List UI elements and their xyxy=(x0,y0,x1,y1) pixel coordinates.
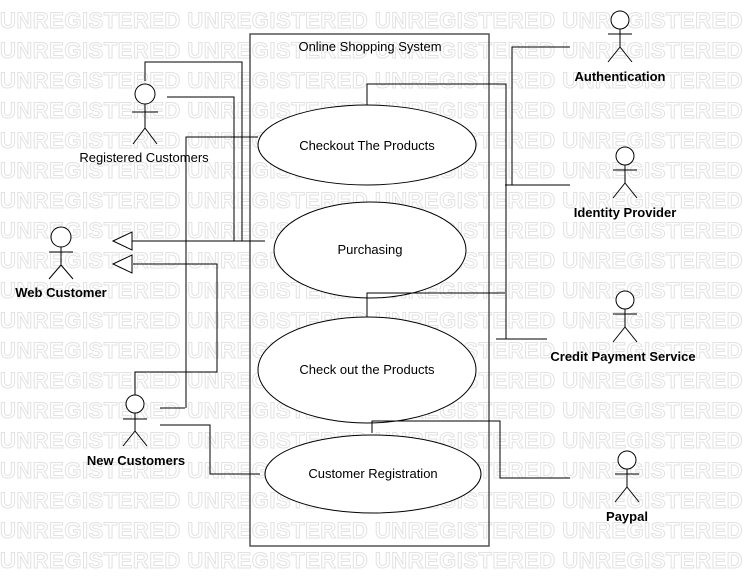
actor-label: Web Customer xyxy=(15,285,107,300)
actor-credit-payment-service[interactable]: Credit Payment Service xyxy=(550,290,696,364)
generalization-arrowhead-1 xyxy=(111,231,133,251)
watermark-row: UNREGISTERED UNREGISTERED UNREGISTERED U… xyxy=(0,8,743,33)
watermark-row: UNREGISTERED UNREGISTERED UNREGISTERED U… xyxy=(0,68,743,93)
actor-icon xyxy=(48,226,74,280)
use-case-purchasing-label: Purchasing xyxy=(337,242,402,257)
actor-authentication[interactable]: Authentication xyxy=(575,10,666,84)
actor-label: Paypal xyxy=(606,509,648,524)
actor-identity-provider[interactable]: Identity Provider xyxy=(574,146,677,220)
actor-registered-customers[interactable]: Registered Customers xyxy=(79,83,209,165)
actor-label: Authentication xyxy=(575,69,666,84)
actor-label: Registered Customers xyxy=(79,150,209,165)
use-case-check-out[interactable]: Check out the Products xyxy=(257,316,477,424)
actor-label: Identity Provider xyxy=(574,205,677,220)
watermark-row: UNREGISTERED UNREGISTERED UNREGISTERED U… xyxy=(0,548,743,573)
watermark-row: UNREGISTERED UNREGISTERED UNREGISTERED U… xyxy=(0,518,743,543)
use-case-checkout-label: Checkout The Products xyxy=(299,138,435,153)
actor-icon xyxy=(607,10,633,63)
actor-icon xyxy=(122,394,148,447)
system-boundary xyxy=(249,33,490,547)
use-case-registration[interactable]: Customer Registration xyxy=(264,434,482,514)
use-case-purchasing[interactable]: Purchasing xyxy=(273,201,467,299)
use-case-checkout[interactable]: Checkout The Products xyxy=(257,104,477,186)
watermark-row: UNREGISTERED UNREGISTERED UNREGISTERED U… xyxy=(0,38,743,63)
actor-icon xyxy=(612,290,638,343)
actor-icon xyxy=(614,450,640,503)
actor-label: Credit Payment Service xyxy=(550,349,695,364)
actor-label: New Customers xyxy=(87,453,185,468)
actor-web-customer[interactable]: Web Customer xyxy=(15,226,107,300)
connector-lines xyxy=(132,46,570,479)
system-title: Online Shopping System xyxy=(298,39,441,54)
use-case-registration-label: Customer Registration xyxy=(308,466,437,481)
use-case-check-out-label: Check out the Products xyxy=(299,362,435,377)
actor-new-customers[interactable]: New Customers xyxy=(87,394,185,468)
use-case-registration-shape xyxy=(264,434,482,514)
generalization-arrowhead-2 xyxy=(111,254,133,274)
actor-icon xyxy=(612,146,638,199)
actor-icon xyxy=(132,83,158,145)
use-case-purchasing-shape xyxy=(273,201,467,299)
actor-paypal[interactable]: Paypal xyxy=(606,450,648,524)
